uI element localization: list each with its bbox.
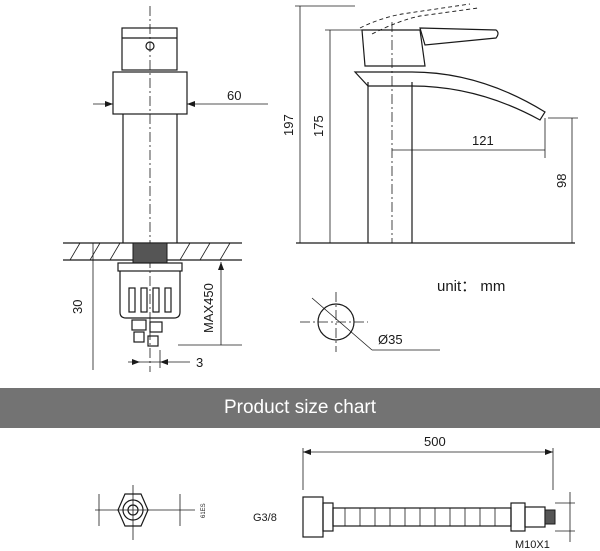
handle-cap: [121, 27, 178, 71]
dim-500-label: 500: [424, 434, 446, 449]
nut-flange: [117, 262, 183, 272]
threaded-shank: [132, 242, 168, 264]
handle-block: [361, 29, 426, 67]
hose-outlet-thread: [544, 509, 556, 525]
mounting-nut: [119, 271, 181, 319]
handle-pin: [145, 41, 155, 51]
hole-diameter-view: Ø35: [300, 292, 440, 352]
dim-max450-arrow: [218, 262, 224, 270]
dim-500-arrow-right: [545, 449, 553, 455]
dim-60-label: 60: [227, 88, 241, 103]
hole-diameter-label: Ø35: [378, 332, 403, 347]
lever-handle: [419, 27, 499, 46]
hose-outlet-body: [524, 506, 546, 528]
side-view: 197 175 121 98: [281, 3, 578, 244]
dim-500-arrow-left: [303, 449, 311, 455]
hose-fitting-right: [149, 321, 163, 333]
hose-inlet-nut: [302, 496, 324, 538]
hose-fitting-left: [131, 319, 147, 331]
deck-hatching: [69, 242, 231, 261]
hex-size-label: 61ES: [201, 503, 207, 518]
dim-60-arrow-right: [187, 101, 195, 107]
front-view: 60 30 MAX450: [63, 6, 268, 372]
hex-outline: [117, 493, 149, 527]
dim-175-label: 175: [311, 115, 326, 137]
inlet-thread-label: G3/8: [253, 512, 277, 524]
title-banner: Product size chart: [0, 388, 600, 428]
hose-view: 500 G3/8 M10X1: [253, 434, 575, 551]
lever-raised-path-2: [371, 7, 479, 35]
waterfall-spout: [353, 71, 546, 121]
nut-slots: [128, 287, 172, 313]
banner-title: Product size chart: [223, 397, 377, 418]
hex-bore: [127, 504, 139, 516]
dim-197-label: 197: [281, 114, 296, 136]
hose-outlet-ferrule: [510, 502, 526, 532]
hose-end-right: [147, 335, 159, 347]
lever-raised-path: [359, 3, 471, 29]
collar: [112, 71, 188, 115]
dim-3-label: 3: [196, 355, 203, 370]
hose-inlet-ferrule: [322, 502, 334, 532]
dim-60-arrow-left: [105, 101, 113, 107]
hole-diameter-leader: [311, 297, 373, 351]
dim-3-arrow-right: [160, 359, 168, 365]
dim-max450-label: MAX450: [201, 283, 216, 333]
hose-braid-pattern: [344, 508, 496, 526]
dim-3-arrow-left: [132, 359, 140, 365]
hose-end-left: [133, 331, 145, 343]
unit-label: unit： mm: [437, 278, 505, 295]
hex-nut-view: 61ES: [95, 485, 207, 540]
hex-inner-circle: [122, 499, 144, 521]
dim-121-label: 121: [472, 133, 494, 148]
outlet-thread-label: M10X1: [515, 539, 550, 551]
dim-30-label: 30: [70, 300, 85, 314]
dim-98-label: 98: [554, 174, 569, 188]
